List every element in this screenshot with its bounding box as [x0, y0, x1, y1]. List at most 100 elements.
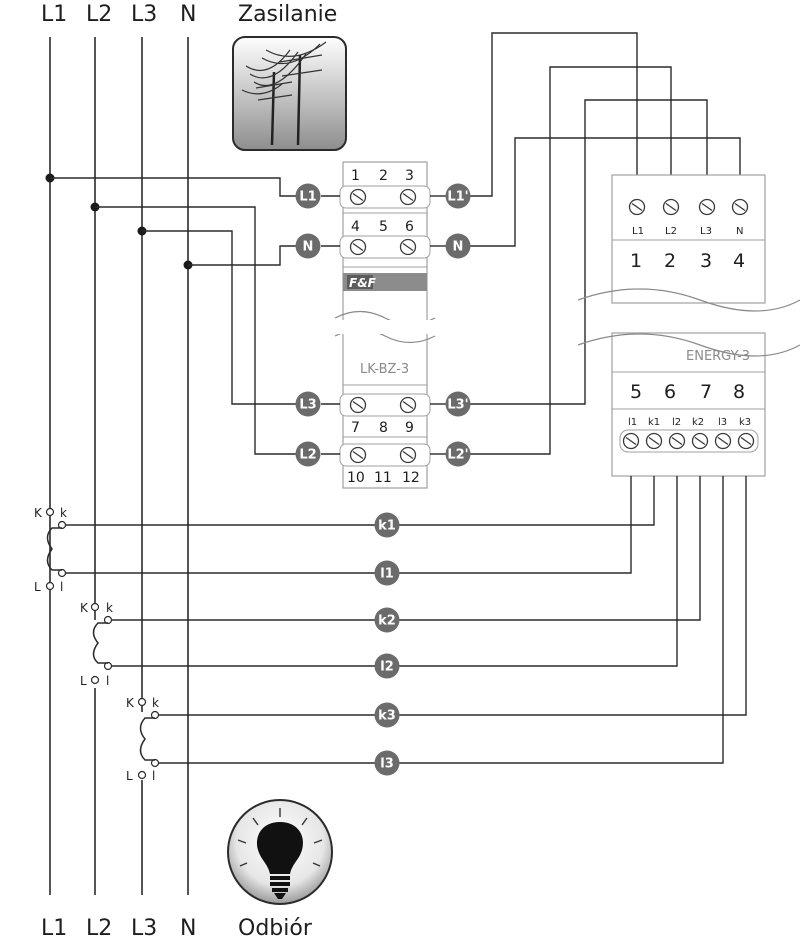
svg-text:L3: L3 — [299, 398, 316, 413]
wire-k2 — [108, 476, 701, 621]
terminal-num-4: 4 — [351, 219, 360, 235]
ct2-label-K: K — [80, 601, 89, 615]
ct3-label-k: k — [152, 696, 159, 710]
badge-ct-l2: l2 — [374, 653, 400, 679]
meter-num-1: 1 — [630, 250, 642, 272]
badge-left-l3: L3 — [295, 391, 321, 417]
terminal-num-12: 12 — [402, 470, 420, 486]
power-pole-icon — [232, 36, 347, 151]
svg-text:L1': L1' — [447, 190, 468, 205]
svg-text:k1: k1 — [378, 519, 396, 534]
svg-text:L2': L2' — [447, 448, 468, 463]
svg-text:k2: k2 — [378, 614, 396, 629]
badge-right-l1prime: L1' — [445, 183, 471, 209]
meter-terminal-l3: L3 — [700, 226, 712, 237]
screw-icon — [714, 432, 732, 450]
bus-label-bottom-l2: L2 — [86, 916, 112, 941]
svg-text:L2: L2 — [299, 448, 316, 463]
wire-nprime-to-meter — [470, 137, 741, 247]
bus-label-top-l3: L3 — [131, 2, 157, 27]
wire-l2prime-to-meter — [470, 66, 672, 455]
wire-l3-ct — [155, 476, 724, 764]
badge-ct-k3: k3 — [374, 702, 400, 728]
meter-terminal-l1-ct: l1 — [628, 417, 637, 428]
badge-right-l2prime: L2' — [445, 441, 471, 467]
terminal-num-1: 1 — [351, 168, 360, 184]
svg-text:k3: k3 — [378, 709, 396, 724]
bus-label-top-l1: L1 — [41, 2, 67, 27]
wire-k3 — [155, 476, 747, 716]
badge-left-n: N — [295, 233, 321, 259]
ct2-label-l: l — [106, 674, 109, 688]
badge-ct-k2: k2 — [374, 607, 400, 633]
wire-l2-to-block — [95, 206, 300, 455]
svg-text:L1: L1 — [299, 190, 316, 205]
brand-logo: F&F — [349, 276, 377, 290]
supply-label: Zasilanie — [238, 2, 337, 27]
meter-num-4: 4 — [733, 250, 745, 272]
bus-label-bottom-l3: L3 — [131, 916, 157, 941]
screw-icon — [399, 238, 417, 256]
energy-meter — [577, 174, 800, 477]
wire-l1-to-block — [50, 177, 300, 197]
screw-icon — [349, 238, 367, 256]
load-label: Odbiór — [238, 916, 313, 941]
screw-icon — [668, 432, 686, 450]
terminal-num-5: 5 — [379, 219, 388, 235]
terminal-block-name: LK-BZ-3 — [360, 362, 409, 377]
meter-num-7: 7 — [700, 381, 712, 403]
bus-label-bottom-n: N — [180, 916, 196, 941]
meter-terminal-l2-ct: l2 — [672, 417, 681, 428]
ct1-label-K: K — [34, 506, 43, 520]
screw-icon — [698, 198, 716, 216]
screw-icon — [622, 432, 640, 450]
ct2-label-k: k — [106, 601, 113, 615]
svg-text:l2: l2 — [380, 660, 394, 675]
ct1-label-l: l — [60, 580, 63, 594]
screw-icon — [399, 396, 417, 414]
screw-icon — [628, 198, 646, 216]
badge-right-l3prime: L3' — [445, 391, 471, 417]
svg-text:l3: l3 — [380, 757, 394, 772]
current-transformer-1 — [45, 507, 67, 591]
ct1-label-k: k — [60, 506, 67, 520]
terminal-num-7: 7 — [351, 420, 360, 436]
terminal-num-10: 10 — [347, 470, 365, 486]
bus-label-top-l2: L2 — [86, 2, 112, 27]
terminal-num-11: 11 — [374, 470, 392, 486]
meter-terminal-k2-ct: k2 — [692, 417, 704, 428]
current-transformer-2 — [90, 602, 113, 685]
terminal-num-3: 3 — [405, 168, 414, 184]
ct3-label-L: L — [126, 769, 133, 783]
screw-icon — [349, 446, 367, 464]
wire-l1-ct — [62, 476, 632, 574]
wire-k1 — [62, 476, 655, 526]
meter-terminal-k3-ct: k3 — [739, 417, 751, 428]
light-bulb-icon — [227, 799, 333, 905]
svg-text:l1: l1 — [380, 567, 394, 582]
meter-num-6: 6 — [664, 381, 676, 403]
badge-right-n: N — [445, 233, 471, 259]
terminal-num-6: 6 — [405, 219, 414, 235]
screw-icon — [399, 446, 417, 464]
current-transformer-3 — [137, 697, 160, 780]
meter-num-2: 2 — [664, 250, 676, 272]
bus-label-bottom-l1: L1 — [41, 916, 67, 941]
screw-icon — [349, 188, 367, 206]
ct3-label-K: K — [126, 696, 135, 710]
meter-num-3: 3 — [700, 250, 712, 272]
screw-icon — [731, 198, 749, 216]
terminal-num-9: 9 — [405, 420, 414, 436]
meter-terminal-l3-ct: l3 — [718, 417, 727, 428]
svg-text:N: N — [453, 240, 464, 255]
screw-icon — [349, 396, 367, 414]
wire-l3-to-block — [142, 230, 300, 405]
meter-terminal-k1-ct: k1 — [648, 417, 660, 428]
badge-ct-l3: l3 — [374, 750, 400, 776]
meter-num-5: 5 — [630, 381, 642, 403]
badge-ct-k1: k1 — [374, 512, 400, 538]
svg-text:L3': L3' — [447, 398, 468, 413]
terminal-block: F&F — [334, 161, 436, 489]
meter-terminal-n: N — [736, 226, 743, 237]
